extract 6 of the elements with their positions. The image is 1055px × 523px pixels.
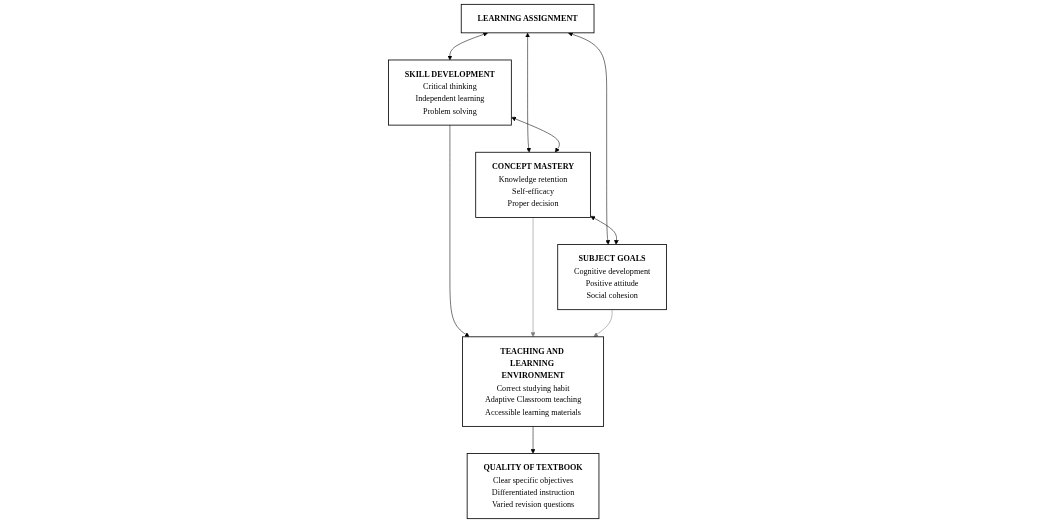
node-box: QUALITY OF TEXTBOOK Clear specific objectives Differentiated instruction Varied revision questions	[466, 453, 600, 520]
node-box: SUBJECT GOALS Cognitive development Positive attitude Social cohesion	[557, 244, 667, 311]
node-box: SKILL DEVELOPMENT Critical thinking Independent learning Problem solving	[388, 59, 512, 126]
node-box: TEACHING AND LEARNING ENVIRONMENT Correct studying habit Adaptive Classroom teaching Accessible learning materials	[462, 336, 605, 427]
node-box: CONCEPT MASTERY Knowledge retention Self-efficacy Proper decision	[475, 151, 591, 218]
node-box: LEARNING ASSIGNMENT	[460, 3, 595, 34]
